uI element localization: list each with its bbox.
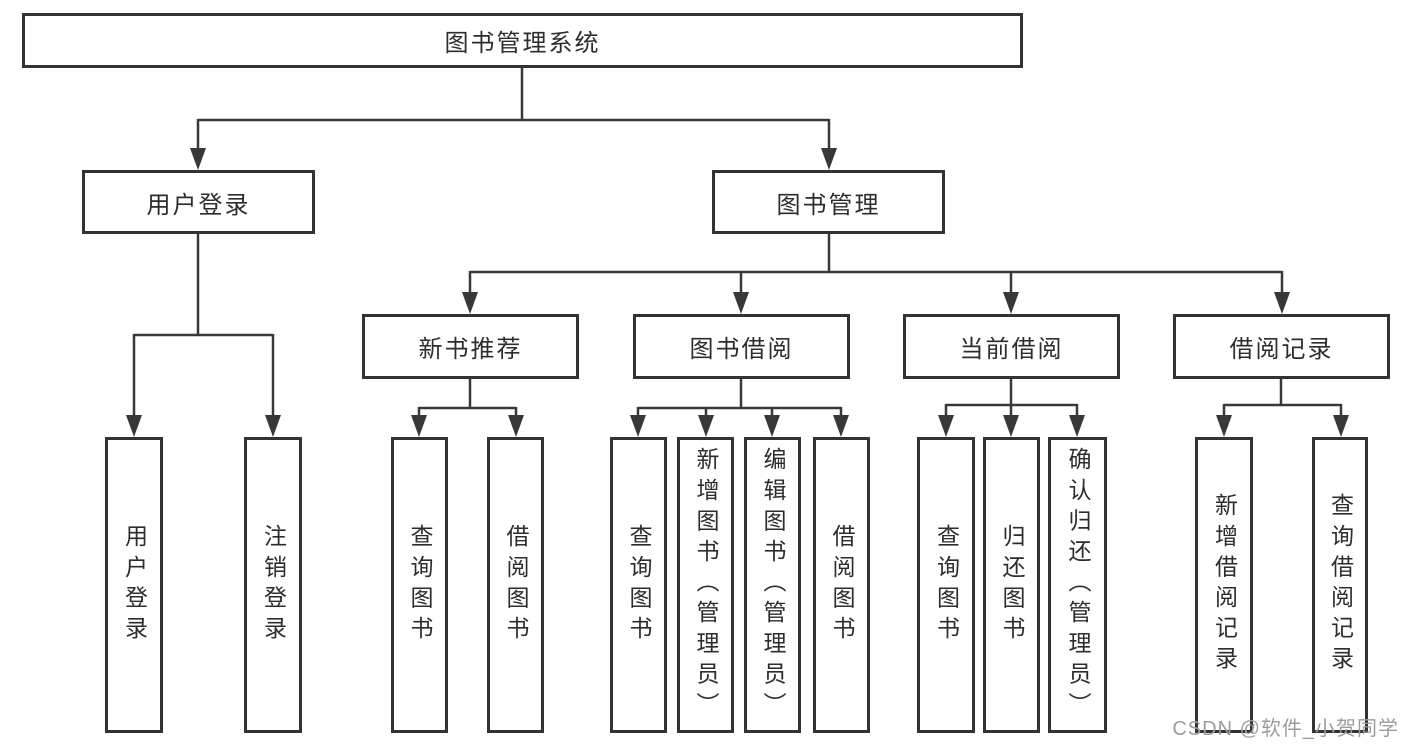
node-label: 当前借阅 (959, 336, 1064, 363)
connector-borrowing-to-leaves (630, 379, 849, 437)
connector-root-to-level2 (190, 68, 837, 170)
arrow-down-icon (1274, 292, 1290, 314)
arrow-down-icon (630, 415, 646, 437)
connector-records-to-leaves (1216, 379, 1349, 437)
node-label: 图书管理系统 (444, 30, 601, 57)
arrow-down-icon (1069, 415, 1085, 437)
node-book-management: 图书管理 (712, 170, 945, 234)
node-root-system: 图书管理系统 (22, 13, 1023, 68)
node-label: 新增图书（管理员） (693, 447, 719, 723)
arrow-down-icon (938, 415, 954, 437)
leaf-borrowing-add-books-admin: 新增图书（管理员） (677, 437, 734, 733)
node-label: 查询图书 (407, 523, 433, 647)
leaf-user-login: 用户登录 (105, 437, 163, 733)
watermark: CSDN @软件_小贺同学 (1172, 718, 1399, 740)
leaf-borrowing-edit-books-admin: 编辑图书（管理员） (744, 437, 801, 733)
leaf-current-query-books: 查询图书 (917, 437, 975, 733)
node-user-login: 用户登录 (82, 170, 315, 234)
arrow-down-icon (1216, 415, 1232, 437)
arrow-down-icon (733, 292, 749, 314)
node-label: 用户登录 (121, 523, 148, 647)
leaf-recommend-borrow-books: 借阅图书 (487, 437, 544, 733)
connector-user-login-to-leaves (126, 234, 281, 437)
node-new-book-recommend: 新书推荐 (362, 314, 579, 379)
node-current-borrowing: 当前借阅 (903, 314, 1120, 379)
node-label: 查询借阅记录 (1327, 493, 1354, 677)
node-label: 图书管理 (776, 191, 881, 219)
arrow-down-icon (126, 415, 142, 437)
arrow-down-icon (833, 415, 849, 437)
node-label: 用户登录 (146, 191, 251, 219)
arrow-down-icon (411, 415, 427, 437)
connector-current-to-leaves (938, 379, 1085, 437)
arrow-down-icon (265, 415, 281, 437)
node-label: 新书推荐 (418, 336, 523, 363)
arrow-down-icon (698, 415, 714, 437)
arrow-down-icon (764, 415, 780, 437)
node-label: 确认归还（管理员） (1065, 447, 1091, 723)
leaf-records-add-record: 新增借阅记录 (1195, 437, 1253, 733)
arrow-down-icon (190, 148, 206, 170)
arrow-down-icon (1003, 415, 1019, 437)
arrow-down-icon (508, 415, 524, 437)
node-label: 编辑图书（管理员） (760, 447, 786, 723)
leaf-logout: 注销登录 (244, 437, 302, 733)
leaf-borrowing-borrow-books: 借阅图书 (813, 437, 870, 733)
connector-recommend-to-leaves (411, 379, 524, 437)
connector-book-mgmt-to-level3 (462, 234, 1290, 314)
arrow-down-icon (1003, 292, 1019, 314)
node-label: 注销登录 (260, 523, 287, 647)
node-book-borrowing: 图书借阅 (633, 314, 850, 379)
node-label: 查询图书 (933, 523, 960, 647)
node-label: 查询图书 (626, 523, 652, 647)
node-label: 借阅图书 (503, 523, 529, 647)
arrow-down-icon (462, 292, 478, 314)
arrow-down-icon (1333, 415, 1349, 437)
leaf-current-confirm-return-admin: 确认归还（管理员） (1048, 437, 1107, 733)
leaf-records-query-record: 查询借阅记录 (1312, 437, 1368, 733)
node-label: 图书借阅 (689, 336, 794, 363)
arrow-down-icon (821, 148, 837, 170)
leaf-borrowing-query-books: 查询图书 (610, 437, 667, 733)
node-label: 借阅记录 (1229, 336, 1334, 363)
node-label: 新增借阅记录 (1211, 493, 1238, 677)
node-label: 借阅图书 (829, 523, 855, 647)
node-label: 归还图书 (999, 523, 1025, 647)
node-borrowing-records: 借阅记录 (1173, 314, 1390, 379)
leaf-recommend-query-books: 查询图书 (391, 437, 448, 733)
leaf-current-return-books: 归还图书 (983, 437, 1040, 733)
